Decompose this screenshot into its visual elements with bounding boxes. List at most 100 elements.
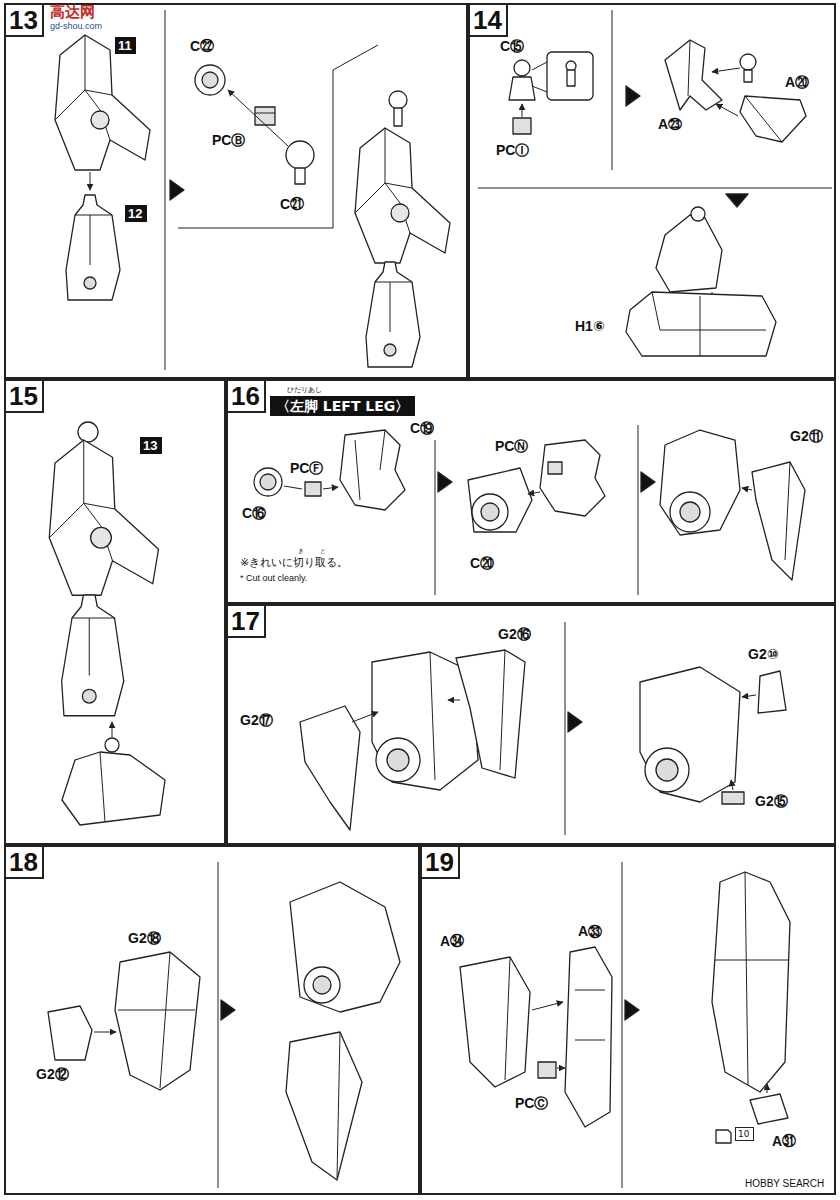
joint-symbol [91,111,109,129]
note-text: * Cut out cleanly. [240,573,307,583]
reference-number: 10 [738,1128,751,1140]
part-outline [712,872,790,1092]
part-outline [62,752,165,825]
part-outline [660,430,740,535]
assembly-arrow [742,695,756,697]
illustration-group [48,10,832,1188]
ruby-text: ひだりあし [287,386,322,394]
step-number: 19 [422,847,460,879]
part-label: C⑮ [500,38,524,54]
part-label: G2⑯ [498,626,531,642]
reference-number: 13 [143,438,159,453]
step-panel: 13 15 [4,379,226,845]
part-label: A㉓ [658,116,682,132]
leader-line [532,62,547,92]
part-label: G2⑱ [128,930,161,946]
part-label: PCⒸ [515,1095,548,1111]
part-outline [366,262,420,367]
flow-arrow [726,194,748,207]
step-number: 16 [228,381,266,413]
part-label: G2⑮ [755,793,788,809]
part-detail [575,990,605,1040]
assembly-arrow [557,1068,565,1069]
assembly-arrow [284,486,338,489]
part-detail [260,474,276,490]
flow-arrow [641,472,655,492]
part-outline [115,952,200,1090]
part-label: A㉛ [772,1133,796,1149]
part-detail [481,503,499,521]
step-number: 18 [6,847,44,879]
part-label: PCⓃ [495,438,528,454]
flow-arrow [170,180,184,200]
part-label: PCⒾ [496,142,529,158]
step-divider [478,188,832,189]
part-outline [286,141,314,169]
assembly-arrow [731,780,733,790]
part-label: PCⒷ [212,132,245,148]
step-number: 15 [6,381,44,413]
part-outline [565,947,612,1127]
part-label: G2⑪ [790,428,823,444]
joint-symbol [105,738,119,752]
part-detail [567,70,575,86]
section-heading: 〈左脚 LEFT LEG〉 [270,396,415,416]
part-outline [744,70,752,82]
watermark: HOBBY SEARCH [745,1178,824,1190]
step-number: 17 [228,606,266,638]
assembly-arrow [532,1002,563,1010]
part-label: C㉑ [280,196,304,212]
part-outline [254,468,282,496]
part-outline [740,96,806,142]
joint-symbol [670,492,710,532]
part-outline [48,1006,92,1060]
step-number: 13 [6,5,44,37]
step-panel: 16〈左脚 LEFT LEG〉 [226,379,836,604]
joint-symbol [740,54,756,70]
joint-symbol [389,91,407,109]
joint-symbol [84,277,96,289]
assembly-ref-box: 11 [115,37,136,54]
part-label: C⑳ [470,555,494,571]
assembly-arrow [742,488,752,490]
part-detail [118,952,195,1088]
part-outline [509,77,535,100]
part-detail [785,462,790,560]
joint-symbol [82,689,96,703]
part-outline [656,215,722,292]
assembly-ref-box: 13 [140,437,162,454]
part-label: A⑳ [785,74,809,90]
part-label: C⑲ [410,420,434,436]
joint-symbol [645,748,689,792]
part-outline [468,468,532,532]
step-panel: 18 [4,845,420,1195]
part-detail [375,282,412,332]
part-detail [202,72,218,88]
part-outline [722,792,744,804]
part-detail [745,96,782,142]
step-divider [218,862,219,1188]
part-detail [355,128,412,233]
flow-arrow [568,712,582,732]
part-label: A㉝ [578,923,602,939]
part-detail [255,113,275,114]
part-detail [430,652,435,780]
part-detail [100,752,105,822]
joint-symbol [691,207,705,221]
part-outline [340,430,405,510]
assembly-arrow [448,700,460,701]
part-outline [290,882,400,1012]
step-number: 14 [470,5,508,37]
assembly-arrow [767,1084,768,1093]
poly-cap-symbol [548,462,562,474]
flow-arrow [438,472,452,492]
part-outline [665,40,722,110]
part-detail [505,957,510,1080]
part-detail [715,872,788,1085]
part-outline [295,168,305,184]
note-text: ※きれいに切り取る。 [240,556,348,569]
poly-cap-symbol [513,118,531,134]
step-panel: 17 [226,604,836,845]
